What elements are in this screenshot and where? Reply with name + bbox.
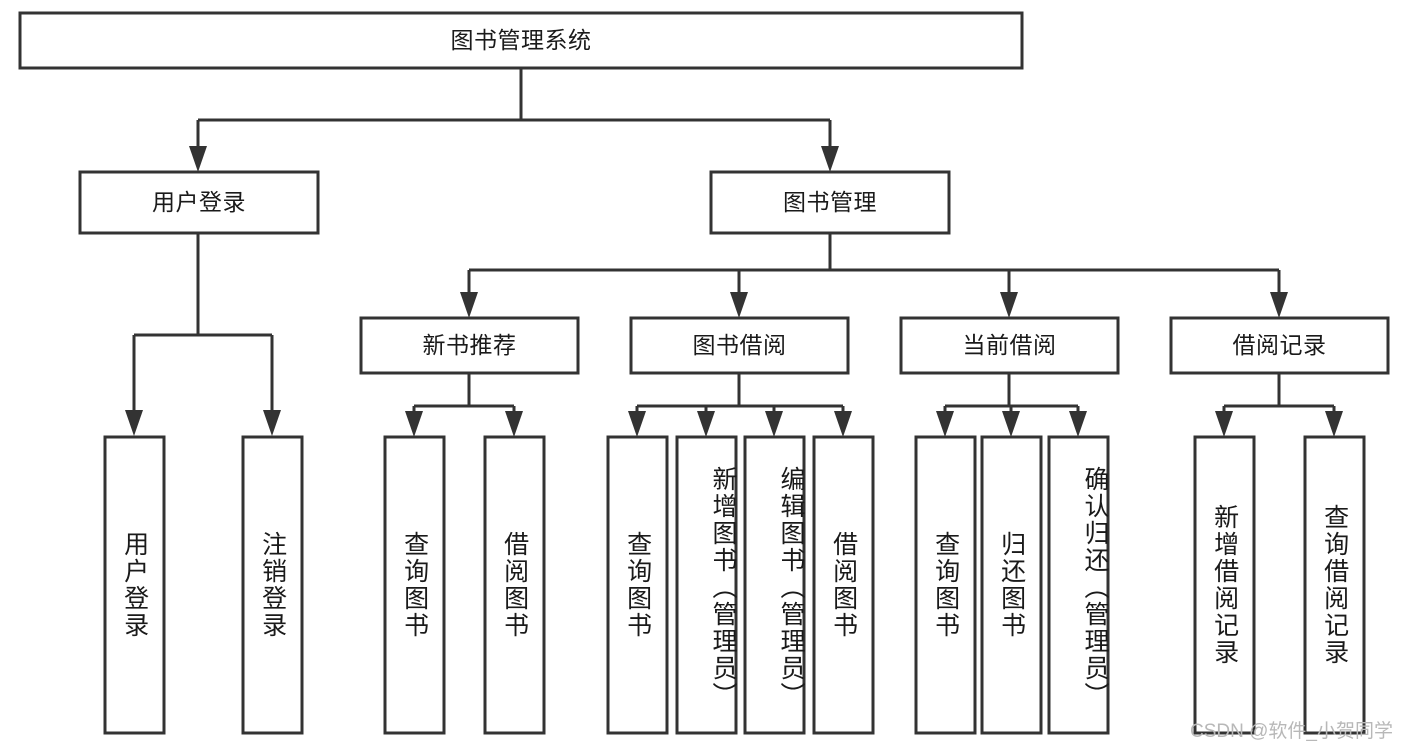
node-label-leaf-logout: 注销登录 <box>258 531 287 639</box>
node-box-book-borrow[interactable] <box>629 316 850 375</box>
arrow-new-book-recommend <box>460 292 478 318</box>
node-label-leaf-add-record: 新增借阅记录 <box>1210 504 1239 666</box>
arrow-leaf-user-login <box>125 410 143 436</box>
arrow-user-login <box>189 146 207 172</box>
node-label-leaf-query-book-3: 查询图书 <box>931 531 960 639</box>
arrow-leaf-return-book <box>1002 411 1020 437</box>
node-label-leaf-borrow-book-2: 借阅图书 <box>829 531 858 639</box>
node-box-leaf-query-book-3[interactable] <box>914 435 977 735</box>
arrow-leaf-add-record <box>1215 411 1233 437</box>
node-box-new-book-recommend[interactable] <box>359 316 580 375</box>
arrow-book-management <box>821 146 839 172</box>
node-box-leaf-add-book[interactable] <box>675 435 738 735</box>
node-box-leaf-query-book-1[interactable] <box>383 435 446 735</box>
node-label-leaf-query-book-1: 查询图书 <box>400 531 429 639</box>
node-label-new-book-recommend: 新书推荐 <box>422 332 517 359</box>
arrow-leaf-logout <box>263 410 281 436</box>
node-box-leaf-edit-book[interactable] <box>743 435 806 735</box>
node-box-leaf-logout[interactable] <box>241 435 304 735</box>
arrow-leaf-query-book-1 <box>405 411 423 437</box>
node-label-borrow-record: 借阅记录 <box>1232 332 1327 359</box>
arrow-leaf-query-book-3 <box>936 411 954 437</box>
node-label-root: 图书管理系统 <box>450 27 592 54</box>
node-box-leaf-user-login[interactable] <box>103 435 166 735</box>
node-label-leaf-add-book: 新增图书（管理员） <box>709 465 737 709</box>
node-box-leaf-return-book[interactable] <box>980 435 1043 735</box>
node-box-leaf-query-book-2[interactable] <box>606 435 669 735</box>
arrow-leaf-add-book <box>697 411 715 437</box>
node-label-leaf-query-record: 查询借阅记录 <box>1320 504 1349 666</box>
arrow-leaf-confirm-return <box>1069 411 1087 437</box>
node-label-book-borrow: 图书借阅 <box>692 332 787 359</box>
node-label-user-login: 用户登录 <box>152 189 246 216</box>
node-box-root[interactable] <box>18 11 1024 70</box>
arrow-leaf-borrow-book-1 <box>505 411 523 437</box>
arrow-leaf-edit-book <box>765 411 783 437</box>
arrow-leaf-borrow-book-2 <box>834 411 852 437</box>
node-label-book-management: 图书管理 <box>783 189 877 216</box>
watermark-text: CSDN @软件_小贺同学 <box>1190 721 1393 742</box>
arrow-leaf-query-record <box>1325 411 1343 437</box>
node-box-leaf-confirm-return[interactable] <box>1047 435 1110 735</box>
node-box-leaf-borrow-book-2[interactable] <box>812 435 875 735</box>
arrow-borrow-record <box>1270 292 1288 318</box>
node-label-leaf-user-login: 用户登录 <box>120 531 149 639</box>
node-label-leaf-return-book: 归还图书 <box>997 531 1026 639</box>
arrow-leaf-query-book-2 <box>628 411 646 437</box>
arrow-book-borrow <box>730 292 748 318</box>
node-label-current-borrow: 当前借阅 <box>962 332 1057 359</box>
node-box-borrow-record[interactable] <box>1169 316 1390 375</box>
node-label-leaf-borrow-book-1: 借阅图书 <box>500 531 529 639</box>
node-box-leaf-add-record[interactable] <box>1193 435 1256 735</box>
node-box-current-borrow[interactable] <box>899 316 1120 375</box>
node-label-leaf-edit-book: 编辑图书（管理员） <box>777 465 805 709</box>
node-box-leaf-query-record[interactable] <box>1303 435 1366 735</box>
node-label-leaf-confirm-return: 确认归还（管理员） <box>1081 465 1109 709</box>
node-label-leaf-query-book-2: 查询图书 <box>623 531 652 639</box>
arrow-current-borrow <box>1000 292 1018 318</box>
node-box-book-management[interactable] <box>709 170 951 235</box>
node-box-leaf-borrow-book-1[interactable] <box>483 435 546 735</box>
